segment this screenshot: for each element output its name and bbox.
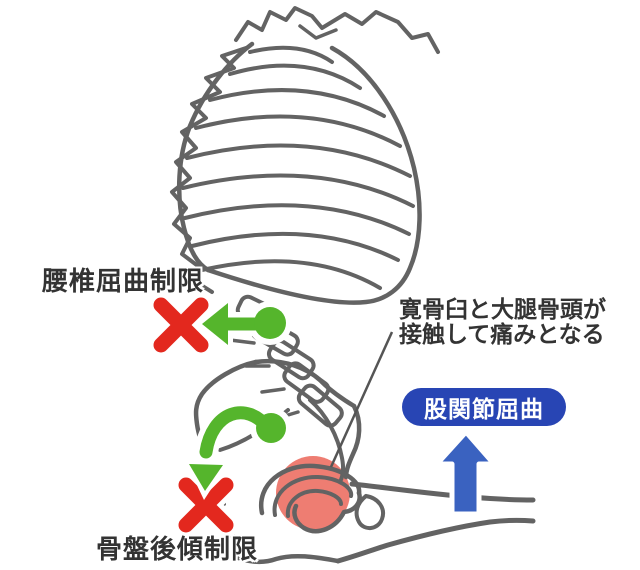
ilium-front-edge (343, 403, 362, 480)
femur-upper-line (349, 481, 536, 503)
pelvic-restriction-mark (173, 400, 292, 538)
pain-note: 寛骨臼と大腿骨頭が 接触して痛みとなる (399, 297, 606, 347)
x-icon (153, 297, 209, 353)
pivot-dot (254, 307, 286, 339)
iliac-crest (253, 358, 357, 409)
shoulder-vertebrae-outline (234, 6, 440, 54)
lumbar-vertebra (296, 383, 344, 428)
pivot-dot (256, 413, 286, 443)
shoulder-detail-line (298, 24, 338, 40)
rib-line (228, 63, 362, 90)
hip-flexion-badge: 股関節屈曲 (402, 388, 566, 426)
note-leader-line (329, 331, 394, 468)
ribcage-outline (205, 45, 422, 305)
pain-note-line1: 寛骨臼と大腿骨頭が (399, 296, 606, 322)
ribcage-group (176, 6, 440, 305)
ribcage-back-edge (176, 41, 255, 273)
left-arrow-icon (193, 295, 292, 353)
rib-line (181, 173, 415, 208)
femur-lower-line (335, 517, 536, 564)
sacrum-outline (308, 398, 346, 484)
lumbar-restriction-label: 腰椎屈曲制限 (42, 266, 205, 296)
thoracic-spinous-processes (170, 46, 248, 294)
trochanter-loop (354, 494, 385, 530)
curved-down-arrow-icon (184, 400, 292, 500)
spinous-process (260, 387, 286, 394)
rib-line (208, 88, 386, 118)
rib-line (183, 203, 411, 236)
rib-line (185, 143, 412, 178)
spinous-process (228, 338, 256, 345)
pelvic-tilt-restriction-label: 骨盤後傾制限 (96, 534, 259, 564)
ribs (181, 45, 415, 290)
femoral-head-arc (272, 474, 354, 517)
rib-line (200, 259, 382, 290)
up-arrow-icon (434, 429, 497, 517)
femoral-head-arc (258, 463, 362, 516)
lumbar-restriction-mark (148, 292, 292, 358)
rib-line (248, 45, 334, 64)
rib-line (194, 114, 402, 148)
x-icon (178, 477, 234, 533)
rib-line (190, 231, 400, 262)
pain-note-line2: 接触して痛みとなる (399, 321, 605, 347)
femoral-head-arc (285, 488, 343, 518)
